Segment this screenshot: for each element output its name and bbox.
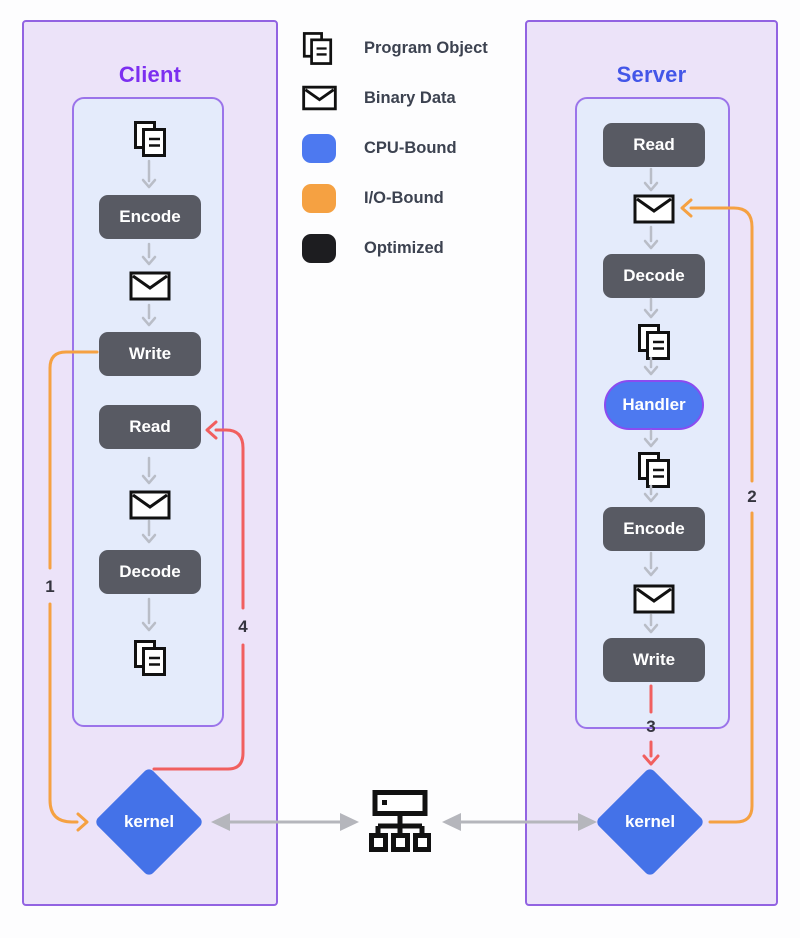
server-step-decode: Decode: [603, 254, 705, 298]
client-title: Client: [118, 62, 182, 88]
legend-label: I/O-Bound: [364, 188, 444, 207]
legend-row-optimized: Optimized: [302, 231, 488, 265]
legend-row-program-object: Program Object: [302, 31, 488, 65]
program-object-icon: [133, 120, 167, 158]
flow-number-2: 2: [747, 487, 757, 506]
client-step-read: Read: [99, 405, 201, 449]
program-object-icon: [637, 451, 671, 489]
legend-row-cpu-bound: CPU-Bound: [302, 131, 488, 165]
server-kernel-label: kernel: [624, 812, 676, 831]
client-step-decode: Decode: [99, 550, 201, 594]
flow-number-3: 3: [646, 717, 656, 736]
legend-label: CPU-Bound: [364, 138, 457, 157]
server-step-encode: Encode: [603, 507, 705, 551]
legend-label: Binary Data: [364, 88, 456, 107]
optimized-swatch: [302, 233, 338, 263]
binary-data-icon: [633, 194, 675, 224]
cpu-bound-swatch: [302, 133, 338, 163]
binary-data-icon: [129, 490, 171, 520]
server-step-write: Write: [603, 638, 705, 682]
server-panel: Server Read Decode Handler: [525, 20, 778, 906]
client-panel: Client Encode Write Read: [22, 20, 278, 906]
server-step-handler: Handler: [604, 380, 704, 430]
io-bound-swatch: [302, 183, 338, 213]
client-kernel-label: kernel: [123, 812, 175, 831]
legend-label: Optimized: [364, 238, 444, 257]
server-title: Server: [616, 62, 687, 88]
client-flow-box: Encode Write Read Decode: [72, 97, 224, 727]
binary-data-icon: [633, 584, 675, 614]
network-hub-icon: [369, 789, 432, 861]
binary-data-icon: [302, 85, 338, 111]
client-step-encode: Encode: [99, 195, 201, 239]
server-flow-box: Read Decode Handler: [575, 97, 730, 729]
legend: Program Object Binary Data CPU-Bound: [302, 31, 488, 281]
program-object-icon: [637, 323, 671, 361]
legend-row-binary-data: Binary Data: [302, 81, 488, 115]
program-object-icon: [133, 639, 167, 677]
flow-number-1: 1: [45, 577, 55, 596]
program-object-icon: [302, 31, 338, 66]
legend-label: Program Object: [364, 38, 488, 57]
flow-number-4: 4: [238, 617, 248, 636]
binary-data-icon: [129, 271, 171, 301]
legend-row-io-bound: I/O-Bound: [302, 181, 488, 215]
server-step-read: Read: [603, 123, 705, 167]
client-step-write: Write: [99, 332, 201, 376]
